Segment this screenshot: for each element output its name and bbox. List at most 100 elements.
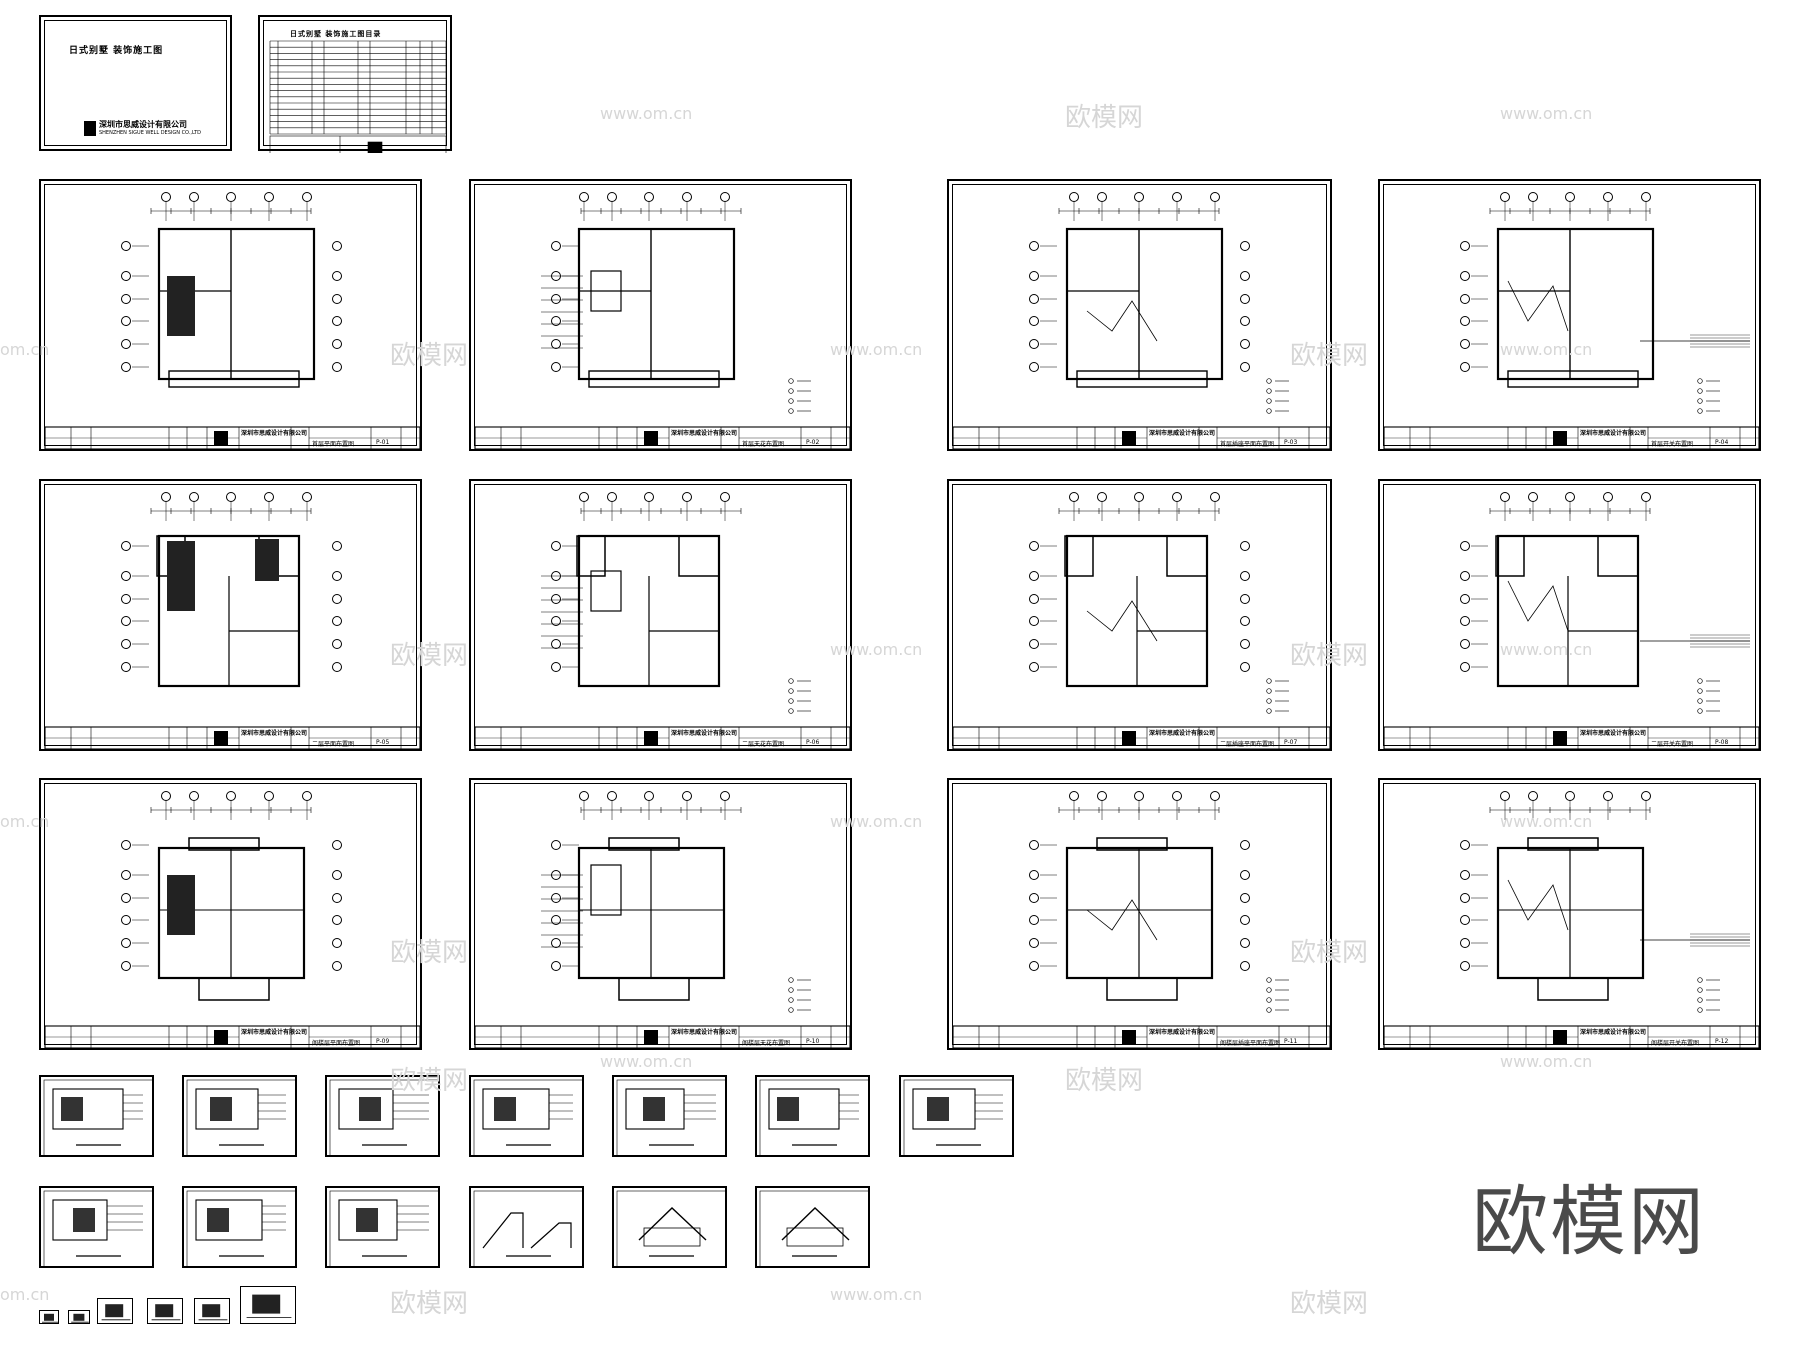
elevation-drawing <box>759 1079 870 1157</box>
detail-thumbnail-sheet[interactable] <box>68 1310 90 1324</box>
floor-plan-drawing <box>1383 492 1760 750</box>
sheet-border <box>952 783 1327 1045</box>
title-block-sheet-name: 二层插座平面布置图 <box>1220 741 1275 748</box>
floor-plan-drawing <box>474 492 851 750</box>
title-block-sheet-code: P-09 <box>376 1038 390 1045</box>
sheet-border <box>952 484 1327 746</box>
floor-plan-drawing <box>1383 791 1760 1049</box>
floor-plan-drawing <box>44 492 421 750</box>
elevation-sheet[interactable] <box>39 1075 154 1157</box>
index-sheet-border <box>263 20 447 146</box>
sheet-border <box>1383 484 1756 746</box>
logo-watermark: 欧模网 <box>1290 1289 1369 1319</box>
plan-sheet-p-06[interactable]: 深圳市思威设计有限公司二层天花布置图 P-06 <box>469 479 852 751</box>
elevation-sheet[interactable] <box>612 1186 727 1268</box>
floor-plan-drawing <box>952 192 1331 450</box>
title-block-sheet-code: P-06 <box>806 739 820 746</box>
detail-thumbnail-sheet[interactable] <box>97 1298 133 1324</box>
logo-watermark: 欧模网 <box>1065 103 1144 133</box>
elevation-sheet[interactable] <box>325 1186 440 1268</box>
title-block-company: 深圳市思威设计有限公司 <box>671 730 738 737</box>
elevation-drawing <box>43 1190 154 1268</box>
url-watermark-fragment: om.cn <box>0 1285 50 1304</box>
title-block-sheet-code: P-04 <box>1715 439 1729 446</box>
title-block-sheet-name: 阁楼层平面布置图 <box>312 1040 361 1047</box>
cover-company: 深圳市思威设计有限公司 <box>99 120 187 129</box>
title-block-sheet-name: 二层天花布置图 <box>742 741 785 748</box>
sheet-border <box>474 783 847 1045</box>
logo-watermark: 欧模网 <box>1065 1066 1144 1096</box>
elevation-sheet[interactable] <box>899 1075 1014 1157</box>
sheet-border <box>44 783 417 1045</box>
detail-drawing <box>151 1304 181 1321</box>
sheet-border <box>44 484 417 746</box>
sheet-border <box>44 184 417 446</box>
title-block-sheet-name: 二层平面布置图 <box>312 741 355 748</box>
title-block-sheet-code: P-07 <box>1284 739 1298 746</box>
title-block-company: 深圳市思威设计有限公司 <box>1580 1029 1647 1036</box>
elevation-drawing <box>903 1079 1014 1157</box>
elevation-drawing <box>616 1079 727 1157</box>
detail-thumbnail-sheet[interactable] <box>39 1310 59 1324</box>
detail-thumbnail-sheet[interactable] <box>147 1298 183 1324</box>
elevation-sheet[interactable] <box>39 1186 154 1268</box>
title-block-company: 深圳市思威设计有限公司 <box>1580 730 1647 737</box>
cover-sheet[interactable]: 日式别墅 装饰施工图 深圳市思威设计有限公司 SHENZHEN SIGUE WE… <box>39 15 232 151</box>
logo-watermark: 欧模网 <box>390 1289 469 1319</box>
floor-plan-drawing <box>44 791 421 1049</box>
title-block-sheet-name: 首层天花布置图 <box>742 441 785 448</box>
title-block-sheet-name: 阁楼层插座平面布置图 <box>1220 1040 1281 1047</box>
sheet-border <box>1383 783 1756 1045</box>
elevation-drawing <box>473 1190 584 1268</box>
url-watermark: www.om.cn <box>1500 104 1593 123</box>
detail-drawing <box>101 1304 131 1321</box>
floor-plan-drawing <box>474 192 851 450</box>
elevation-sheet[interactable] <box>182 1075 297 1157</box>
elevation-sheet[interactable] <box>469 1075 584 1157</box>
company-logo <box>84 121 96 136</box>
elevation-sheet[interactable] <box>325 1075 440 1157</box>
title-block-sheet-name: 阁楼层天花布置图 <box>742 1040 791 1047</box>
index-sheet[interactable]: 日式别墅 装饰施工图目录 <box>258 15 452 153</box>
floor-plan-drawing <box>952 492 1331 750</box>
elevation-drawing <box>473 1079 584 1157</box>
elevation-drawing <box>759 1190 870 1268</box>
floor-plan-drawing <box>1383 192 1760 450</box>
title-block-company: 深圳市思威设计有限公司 <box>671 1029 738 1036</box>
index-title: 日式别墅 装饰施工图目录 <box>290 30 382 38</box>
detail-drawing <box>42 1313 58 1323</box>
title-block-sheet-code: P-11 <box>1284 1038 1298 1045</box>
detail-thumbnail-sheet[interactable] <box>240 1286 296 1324</box>
title-block-company: 深圳市思威设计有限公司 <box>671 430 738 437</box>
elevation-sheet[interactable] <box>182 1186 297 1268</box>
title-block-sheet-name: 首层平面布置图 <box>312 441 355 448</box>
title-block-sheet-code: P-03 <box>1284 439 1298 446</box>
brand-watermark: 欧模网 <box>1472 1177 1706 1266</box>
detail-drawing <box>246 1294 292 1318</box>
elevation-drawing <box>186 1079 297 1157</box>
elevation-drawing <box>43 1079 154 1157</box>
elevation-sheet[interactable] <box>755 1075 870 1157</box>
elevation-sheet[interactable] <box>755 1186 870 1268</box>
elevation-sheet[interactable] <box>612 1075 727 1157</box>
detail-thumbnail-sheet[interactable] <box>194 1298 230 1324</box>
index-table <box>269 40 447 153</box>
title-block-sheet-name: 首层插座平面布置图 <box>1220 441 1275 448</box>
title-block-sheet-name: 首层开关布置图 <box>1651 441 1694 448</box>
elevation-sheet[interactable] <box>469 1186 584 1268</box>
floor-plan-drawing <box>474 791 851 1049</box>
cover-title: 日式别墅 装饰施工图 <box>69 46 164 56</box>
title-block-company: 深圳市思威设计有限公司 <box>1149 1029 1216 1036</box>
sheet-border <box>474 184 847 446</box>
